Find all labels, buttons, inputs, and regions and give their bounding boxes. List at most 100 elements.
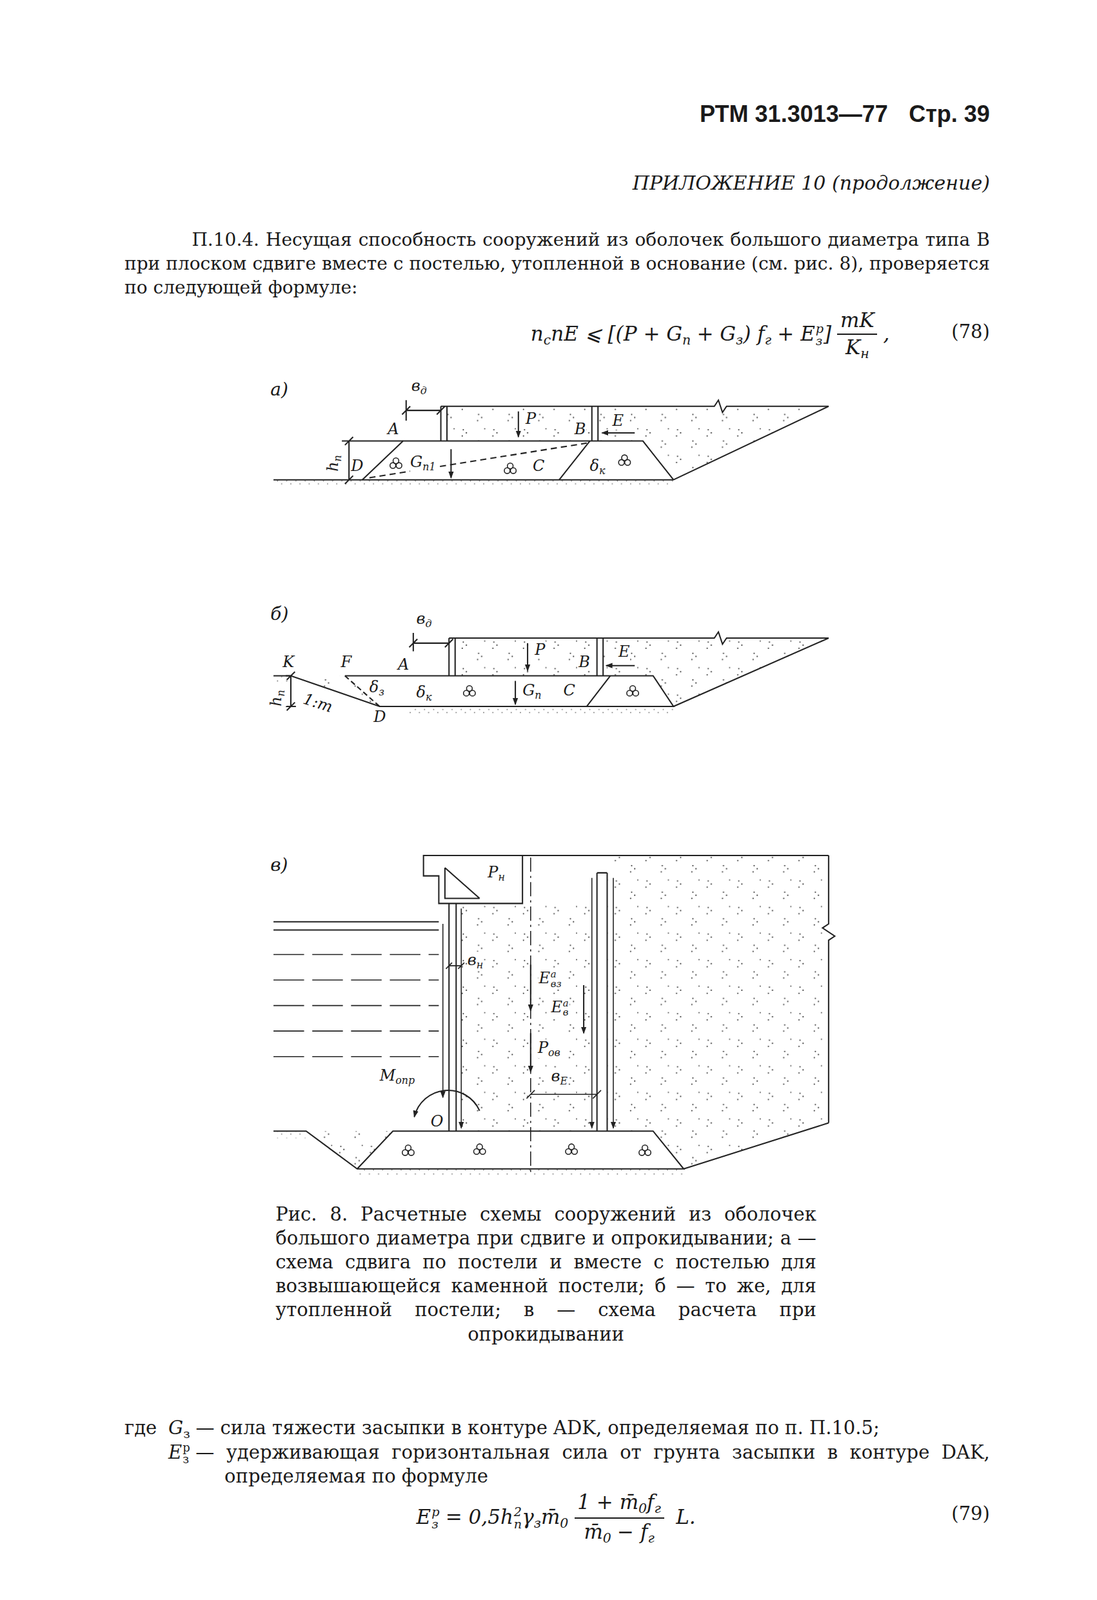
- text-part: + G: [696, 321, 736, 346]
- text-run: 1:m: [300, 689, 335, 716]
- text-part: (79): [951, 1502, 990, 1524]
- subscript: п: [682, 332, 691, 348]
- text-run: 2п: [513, 1505, 522, 1530]
- text-run: = 0,5h: [445, 1504, 514, 1528]
- subscript: н: [860, 345, 869, 362]
- drawing-path: [448, 637, 603, 676]
- figure-label: hп: [324, 454, 344, 472]
- subscript: г: [764, 332, 772, 348]
- text-run: D: [350, 456, 364, 475]
- figure-label: 1:m: [301, 690, 336, 716]
- symbol: G: [168, 1416, 184, 1439]
- drawing-use: [618, 454, 631, 465]
- caption-text: Рис. 8. Расчетные схемы сооружений из об…: [275, 1202, 817, 1345]
- drawing-path: [822, 855, 835, 1123]
- drawing-rect: [273, 479, 674, 487]
- text-run: K: [845, 335, 861, 359]
- drawing-path: [526, 1089, 602, 1099]
- figure-letter: P: [537, 1038, 549, 1057]
- text-run: P: [487, 862, 498, 881]
- text-run: п1: [422, 459, 436, 473]
- drawing-path: [441, 399, 829, 413]
- text-run: h: [323, 461, 342, 472]
- drawing-use: [463, 685, 476, 696]
- subscript: з: [183, 1425, 190, 1441]
- figure-label: Gп: [522, 681, 542, 701]
- text-run: E: [416, 1504, 432, 1528]
- drawing-path: [442, 923, 444, 1097]
- page-header: РТМ 31.3013—77Стр. 39: [699, 99, 990, 128]
- text-run: P: [534, 640, 545, 659]
- figure-label: F: [340, 653, 353, 671]
- numerator: mK: [837, 308, 878, 334]
- text-run: ]: [823, 321, 832, 346]
- figure-letter: D: [350, 456, 364, 475]
- text-run: B: [578, 652, 591, 671]
- drawing-path: [441, 406, 599, 442]
- text-run: к: [425, 690, 432, 703]
- numerator: 1 + m̄0fг: [574, 1489, 665, 1517]
- text-run: h: [266, 696, 286, 707]
- text-part: — удерживающая горизонтальная сила от гр…: [195, 1440, 990, 1487]
- text-run: δ: [590, 456, 600, 475]
- text-run: ,: [883, 321, 890, 346]
- figure-letter: 1:m: [300, 689, 335, 716]
- drawing-path: [673, 406, 829, 480]
- subscript: з: [735, 332, 743, 348]
- text-run: G: [522, 681, 535, 700]
- figure-letter: M: [379, 1066, 396, 1085]
- text-run: F: [340, 652, 352, 671]
- subscript: с: [543, 332, 551, 348]
- text-part: ) f: [742, 321, 765, 346]
- text-run: г: [654, 1500, 662, 1516]
- text-run: в: [550, 1066, 560, 1085]
- text-run: δ: [416, 682, 426, 702]
- drawing-rect: [273, 675, 291, 683]
- text-run: п: [534, 688, 542, 702]
- text-run: O: [430, 1111, 444, 1130]
- text-run: mK: [840, 308, 875, 332]
- drawing-rect: [455, 639, 598, 676]
- figure-letter: G: [522, 681, 535, 700]
- figure-label: Gп1: [410, 453, 436, 473]
- text-run: опр: [395, 1073, 415, 1086]
- text-run: з: [378, 685, 385, 698]
- text-run: где: [124, 1416, 157, 1439]
- drawing-path: [612, 877, 614, 1128]
- figure-letter: C: [532, 456, 545, 475]
- drawing-path: [514, 680, 516, 704]
- drawing-path: [559, 441, 590, 480]
- formula: Epз= 0,5h2пγзm̄01 + m̄0fгm̄0− fгL.: [416, 1489, 696, 1546]
- superscript: p: [431, 1505, 440, 1518]
- superscript: p: [182, 1441, 191, 1453]
- text-run: з: [735, 332, 743, 348]
- drawing-path: [448, 631, 829, 644]
- text-run: G: [168, 1416, 184, 1439]
- drawing-path: [445, 962, 464, 969]
- drawing-rect: [455, 904, 597, 1131]
- figure-label: E: [612, 412, 625, 429]
- drawing-path: [423, 855, 523, 903]
- text-part: РТМ 31.3013—77: [699, 100, 889, 128]
- subscript: з: [815, 334, 824, 347]
- figure-caption: Рис. 8. Расчетные схемы сооружений из об…: [275, 1202, 817, 1346]
- text-part: E: [416, 1504, 432, 1528]
- drawing-path: [530, 964, 532, 1010]
- text-run: в: [411, 376, 421, 395]
- text-run: n: [530, 321, 544, 346]
- figure-label: в): [270, 855, 289, 876]
- drawing-use: [504, 463, 516, 474]
- text-part: где: [124, 1416, 157, 1439]
- drawing-path: [401, 399, 445, 421]
- figure-label: а): [270, 379, 289, 400]
- drawing-path: [285, 671, 297, 711]
- drawing-path: [530, 1032, 532, 1072]
- text-run: 0: [602, 1529, 612, 1546]
- subscript: п: [534, 688, 542, 702]
- formula-part: K: [845, 335, 861, 359]
- formula-part: − f: [617, 1519, 648, 1543]
- text-run: 1 + m̄0fгm̄0− fг: [574, 1489, 665, 1546]
- text-run: C: [563, 681, 575, 700]
- figure-label: Pов: [537, 1038, 562, 1058]
- drawing-polygon: [602, 639, 829, 707]
